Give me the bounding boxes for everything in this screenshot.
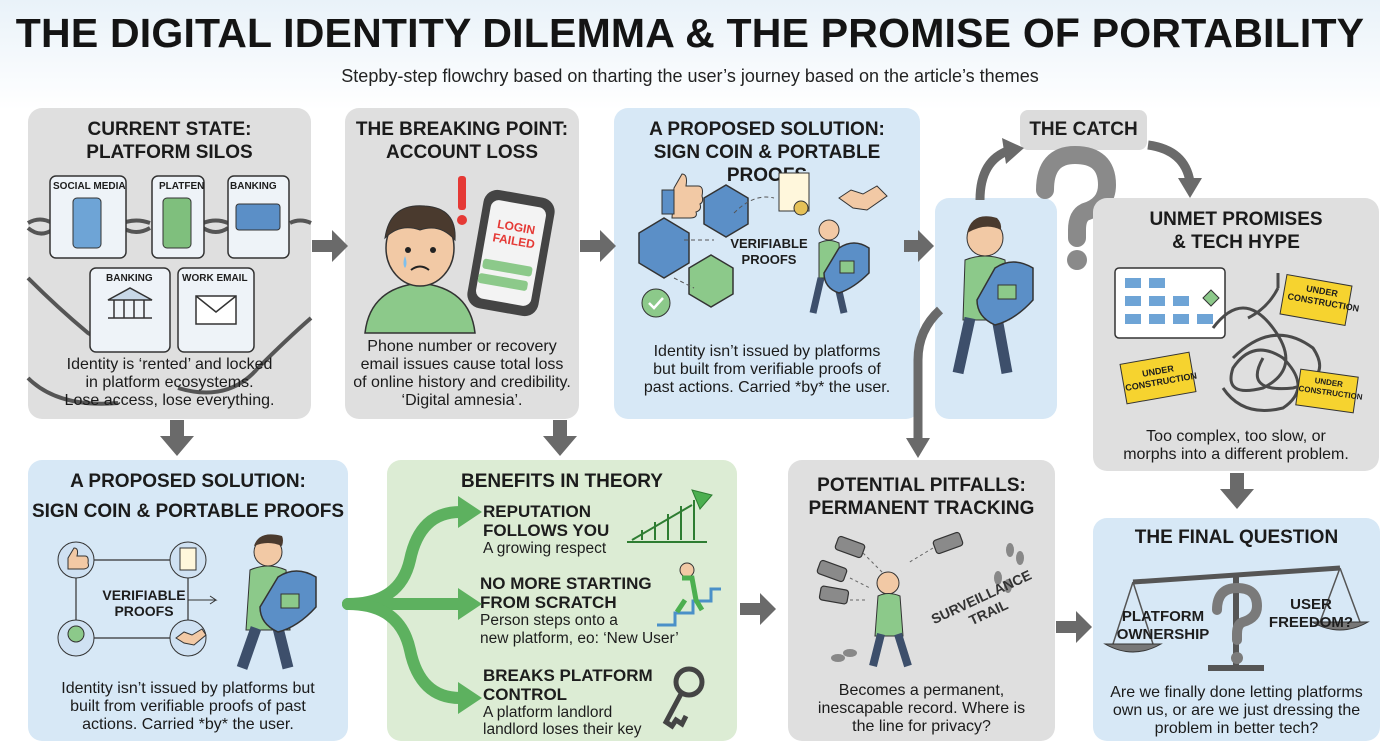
label-platfen: PLATFEN bbox=[159, 181, 205, 192]
benefit-1-text: A growing respect bbox=[483, 540, 607, 557]
panel-current-state: CURRENT STATE: PLATFORM SILOS SOCIAL MED… bbox=[26, 108, 313, 419]
panel-desc-line1: Phone number or recovery bbox=[367, 338, 557, 355]
arrow-catch-to-unmet bbox=[1147, 140, 1195, 183]
panel-desc-line1: Too complex, too slow, or bbox=[1146, 428, 1326, 445]
benefit-1-title-line2: FOLLOWS YOU bbox=[483, 521, 610, 540]
panel-benefits: BENEFITS IN THEORY REPUTATION FOLLOWS YO… bbox=[387, 460, 737, 741]
arrow-unmet-down bbox=[1220, 473, 1254, 509]
panel-title-line1: A PROPOSED SOLUTION: bbox=[649, 119, 885, 140]
panel-title-line1: UNMET PROMISES bbox=[1149, 209, 1323, 230]
portable-proofs-illustration bbox=[57, 534, 317, 670]
benefits-title: BENEFITS IN THEORY bbox=[461, 471, 663, 492]
verifiable-proofs-label: VERIFIABLE PROOFS bbox=[724, 236, 814, 268]
panel-desc-line2: inescapable record. Where is bbox=[817, 700, 1026, 717]
platform-ownership-label: PLATFORM OWNERSHIP bbox=[1107, 608, 1219, 644]
panel-desc-line2: in platform ecosystems. bbox=[85, 374, 254, 391]
platform-silos-illustration bbox=[26, 175, 313, 406]
left-label-line2: OWNERSHIP bbox=[1116, 626, 1210, 643]
proofs-label-line2: PROOFS bbox=[741, 252, 797, 267]
benefit-2-title: NO MORE STARTING FROM SCRATCH bbox=[480, 574, 652, 612]
page-subtitle: Stepby-step flowchry based on tharting t… bbox=[341, 66, 1039, 86]
tech-hype-illustration bbox=[1114, 267, 1359, 414]
panel-title-line2: PERMANENT TRACKING bbox=[808, 498, 1035, 519]
arrow-breaking-to-solution bbox=[580, 230, 616, 262]
panel-desc-line2: but built from verifiable proofs of bbox=[653, 361, 881, 378]
panel-desc-line1: Becomes a permanent, bbox=[838, 682, 1005, 699]
panel-title-line1: A PROPOSED SOLUTION: bbox=[70, 471, 306, 492]
balance-scale-icon bbox=[1103, 565, 1370, 671]
final-title: THE FINAL QUESTION bbox=[1134, 527, 1339, 548]
user-with-shield-illustration bbox=[952, 216, 1034, 375]
benefit-1-title: REPUTATION FOLLOWS YOU bbox=[483, 502, 609, 540]
panel-title-line1: POTENTIAL PITFALLS: bbox=[817, 475, 1026, 496]
page-title: THE DIGITAL IDENTITY DILEMMA & THE PROMI… bbox=[15, 10, 1365, 56]
proofs-label-line1: VERIFIABLE bbox=[102, 587, 186, 603]
arrow-user-to-catch bbox=[975, 145, 1012, 201]
panel-solution-top: A PROPOSED SOLUTION: SIGN COIN & PORTABL… bbox=[614, 108, 920, 419]
panel-desc-line3: past actions. Carried *by* the user. bbox=[643, 379, 891, 396]
label-banking-bottom: BANKING bbox=[106, 273, 153, 284]
panel-desc-line2: morphs into a different problem. bbox=[1123, 446, 1349, 463]
panel-desc-line1: Are we finally done letting platforms bbox=[1110, 684, 1363, 701]
benefit-2-title-line1: NO MORE STARTING bbox=[480, 574, 652, 593]
question-mark-icon bbox=[1036, 145, 1117, 270]
portable-proofs-illustration bbox=[638, 172, 888, 318]
arrow-pitfalls-to-final bbox=[1056, 611, 1092, 643]
user-freedom-label: USER FREEDOM? bbox=[1259, 596, 1363, 632]
benefit-3-title: BREAKS PLATFORM CONTROL bbox=[483, 666, 653, 704]
benefit-3-title-line2: CONTROL bbox=[483, 685, 568, 704]
panel-final-question: THE FINAL QUESTION PLATFORM OWNERSHIP US… bbox=[1093, 518, 1380, 741]
benefit-2-title-line2: FROM SCRATCH bbox=[480, 593, 617, 612]
right-label-line2: FREEDOM? bbox=[1268, 614, 1354, 631]
arrow-breaking-down bbox=[543, 420, 577, 456]
panel-desc-line2: built from verifiable proofs of past bbox=[70, 698, 306, 715]
panel-desc-line3: Lose access, lose everything. bbox=[64, 392, 275, 409]
panel-solution-bottom: A PROPOSED SOLUTION: SIGN COIN & PORTABL… bbox=[28, 460, 348, 741]
label-social-media: SOCIAL MEDIA bbox=[53, 181, 126, 192]
benefit-3-text-line1: A platform landlord bbox=[483, 704, 613, 721]
proofs-label-line2: PROOFS bbox=[114, 603, 174, 619]
benefits-illustration bbox=[627, 489, 721, 730]
benefit-1-title-line1: REPUTATION bbox=[483, 502, 591, 521]
panel-user-shield bbox=[935, 198, 1057, 419]
panel-title-line2: ACCOUNT LOSS bbox=[386, 142, 538, 163]
benefit-3-title-line1: BREAKS PLATFORM bbox=[483, 666, 653, 685]
label-work-email: WORK EMAIL bbox=[182, 273, 248, 284]
panel-title-line1: THE BREAKING POINT: bbox=[355, 119, 569, 140]
panel-pitfalls: POTENTIAL PITFALLS: PERMANENT TRACKING S… bbox=[788, 460, 1055, 741]
account-loss-illustration bbox=[364, 176, 555, 334]
verifiable-proofs-label: VERIFIABLE PROOFS bbox=[90, 587, 198, 619]
panel-desc-line2: own us, or are we just dressing the bbox=[1112, 702, 1361, 719]
panel-desc-line3: problem in better tech? bbox=[1154, 720, 1319, 737]
panel-desc-line1: Identity is ‘rented’ and locked bbox=[66, 356, 273, 373]
arrow-silos-down bbox=[160, 420, 194, 456]
left-label-line1: PLATFORM bbox=[1121, 608, 1205, 625]
right-label-line1: USER bbox=[1290, 596, 1332, 613]
panel-breaking-point: THE BREAKING POINT: ACCOUNT LOSS LOGIN F… bbox=[345, 108, 579, 419]
panel-title-line2: PLATFORM SILOS bbox=[86, 142, 253, 163]
panel-desc-line2: email issues cause total loss bbox=[360, 356, 564, 373]
panel-desc-line1: Identity isn’t issued by platforms bbox=[653, 343, 881, 360]
panel-desc-line3: of online history and credibility. bbox=[353, 374, 571, 391]
panel-title-line2: & TECH HYPE bbox=[1172, 232, 1300, 253]
panel-desc-line3: the line for privacy? bbox=[852, 718, 991, 735]
benefit-2-text-line1: Person steps onto a bbox=[480, 612, 618, 629]
arrow-benefits-to-pitfalls bbox=[740, 593, 776, 625]
surveillance-illustration bbox=[816, 531, 1024, 668]
label-banking-top: BANKING bbox=[230, 181, 277, 192]
arrow-silos-to-breaking bbox=[312, 230, 348, 262]
panel-title-line1: CURRENT STATE: bbox=[87, 119, 252, 140]
panel-unmet-promises: UNMET PROMISES & TECH HYPE UNDER CONSTRU… bbox=[1093, 198, 1379, 471]
proofs-label-line1: VERIFIABLE bbox=[730, 236, 808, 251]
benefit-2-text-line2: new platform, eo: ‘New User’ bbox=[480, 630, 679, 647]
catch-label: THE CATCH bbox=[1020, 110, 1147, 150]
panel-title-line2: SIGN COIN & PORTABLE PROOFS bbox=[31, 501, 345, 522]
panel-desc-line4: ‘Digital amnesia’. bbox=[401, 392, 523, 409]
panel-desc-line1: Identity isn’t issued by platforms but bbox=[61, 680, 315, 697]
panel-desc-line3: actions. Carried *by* the user. bbox=[82, 716, 294, 733]
benefit-3-text-line2: landlord loses their key bbox=[483, 721, 642, 738]
